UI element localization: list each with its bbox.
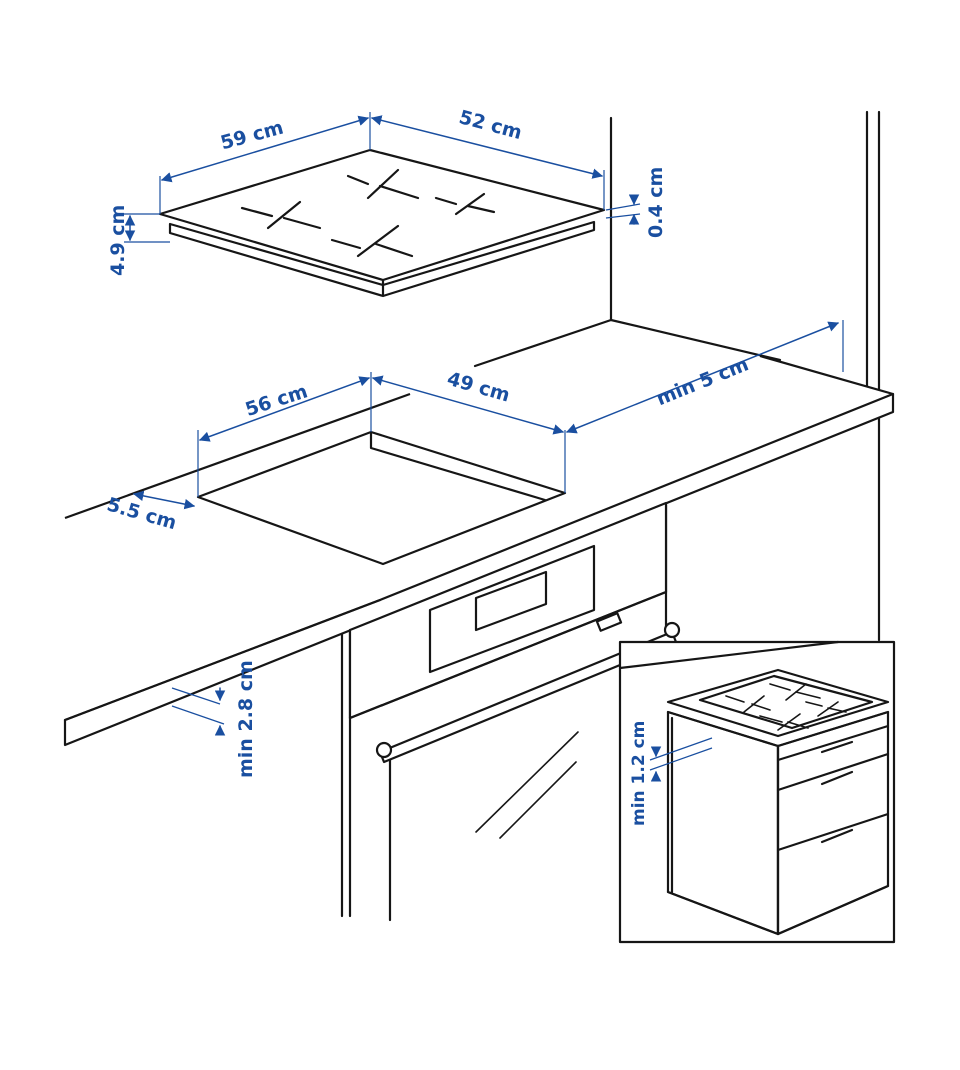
dim-cooktop-height: 4.9 cm bbox=[107, 205, 170, 276]
label-oven-clearance: min 2.8 cm bbox=[235, 660, 257, 778]
dim-oven-clearance: min 2.8 cm bbox=[171, 660, 257, 778]
cooktop bbox=[158, 148, 606, 298]
oven bbox=[348, 501, 681, 922]
label-cooktop-depth: 52 cm bbox=[457, 106, 525, 144]
label-cutout-width: 56 cm bbox=[243, 380, 311, 421]
inset-burner-marks bbox=[725, 683, 847, 731]
label-front-margin: 5.5 cm bbox=[104, 493, 179, 534]
label-cooktop-height: 4.9 cm bbox=[107, 205, 129, 276]
burner-marks bbox=[240, 168, 496, 258]
dim-front-margin: 5.5 cm bbox=[104, 490, 196, 534]
label-drawer-clearance: min 1.2 cm bbox=[629, 721, 649, 826]
label-glass-thickness: 0.4 cm bbox=[645, 167, 667, 238]
dim-glass-thickness: 0.4 cm bbox=[605, 167, 667, 238]
inset-detail: min 1.2 cm bbox=[618, 640, 896, 944]
label-cooktop-width: 59 cm bbox=[218, 117, 286, 155]
